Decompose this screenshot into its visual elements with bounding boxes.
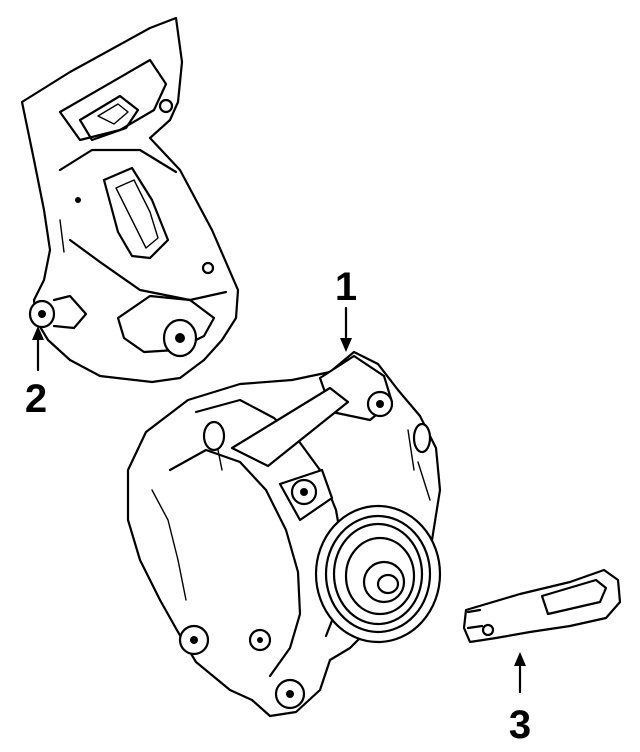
mounting-bracket-icon[interactable]	[20, 16, 240, 384]
callout-number-2: 2	[25, 377, 47, 421]
adjusting-strap-icon[interactable]	[462, 568, 622, 644]
callout-3: 3	[509, 652, 531, 747]
callout-number-3: 3	[509, 703, 531, 747]
callout-2: 2	[25, 326, 47, 421]
alternator-icon[interactable]	[126, 350, 442, 718]
callout-number-1: 1	[335, 265, 357, 309]
callout-1: 1	[335, 265, 357, 352]
